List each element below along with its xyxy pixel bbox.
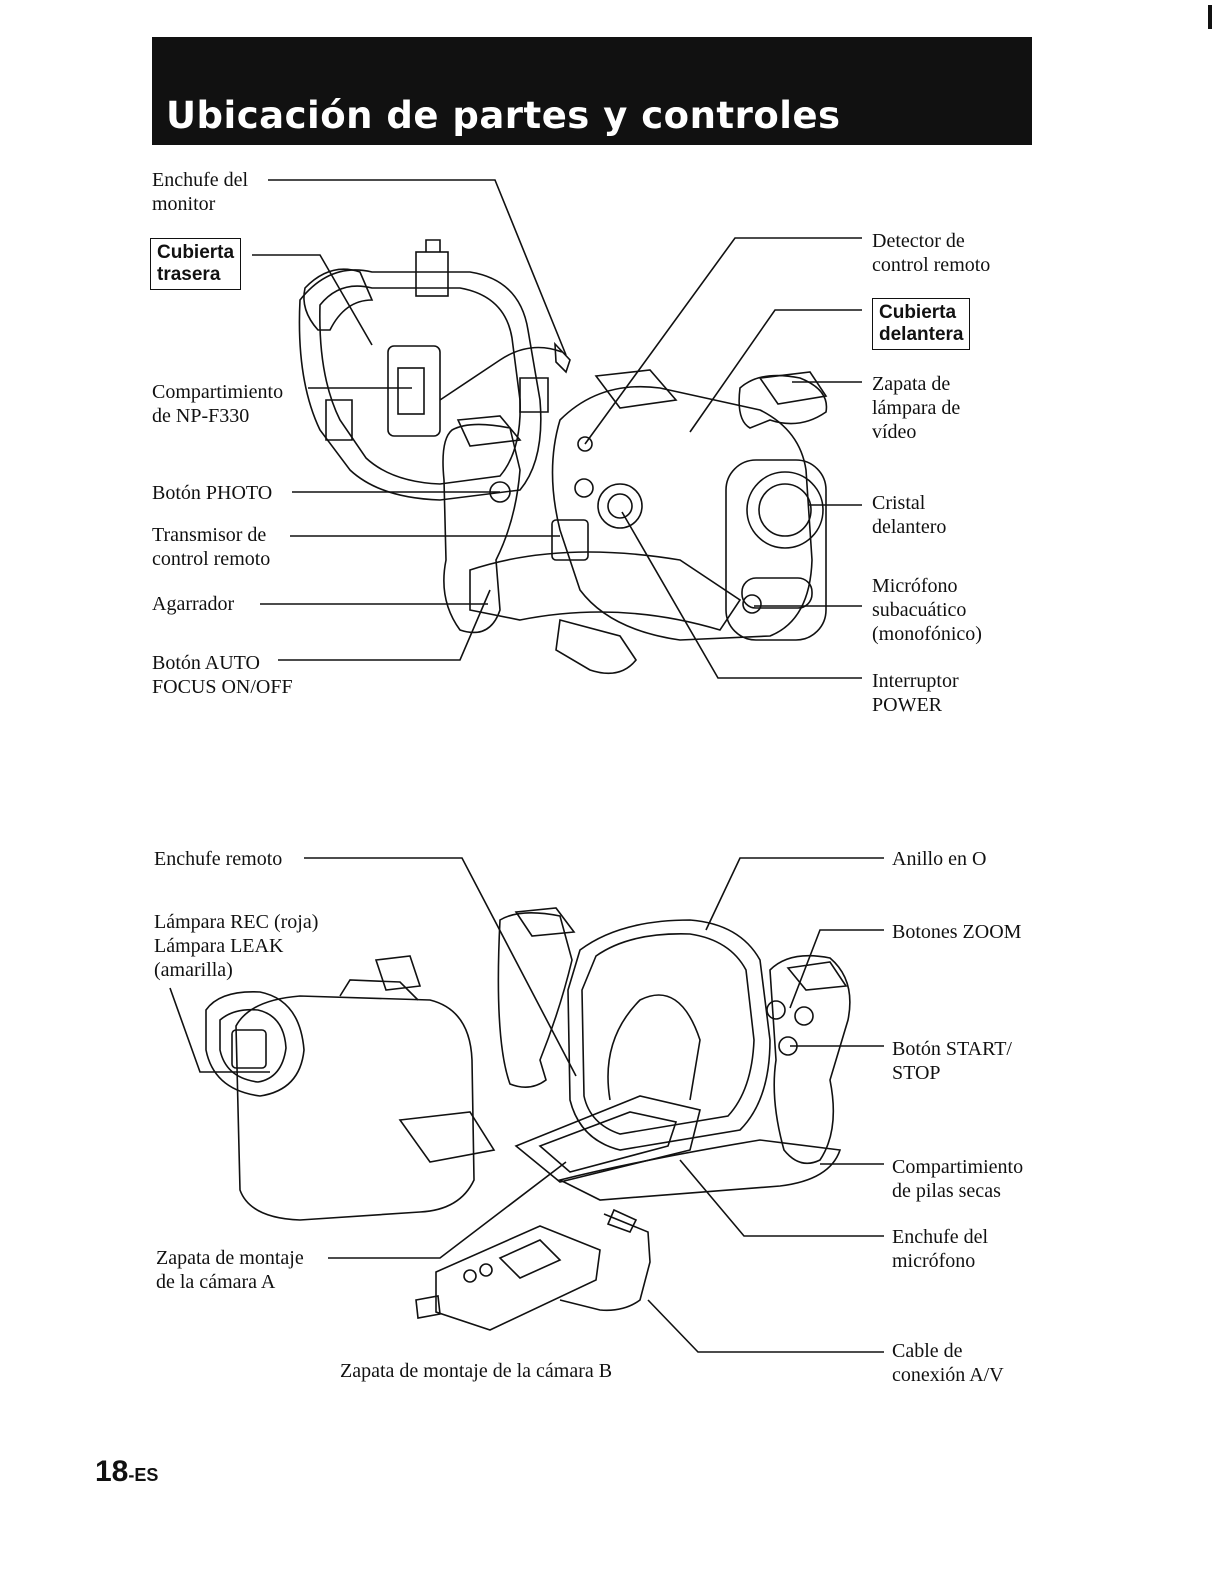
- label-photo-button: Botón PHOTO: [152, 482, 273, 504]
- label-monitor-jack: Enchufe del monitor: [152, 169, 249, 215]
- label-camera-mount-a: Zapata de montaje de la cámara A: [156, 1247, 304, 1293]
- page-number: 18-ES: [95, 1455, 158, 1489]
- title-bar: Ubicación de partes y controles: [152, 37, 1032, 145]
- label-start-stop-button: Botón START/ STOP: [892, 1038, 1012, 1084]
- label-auto-focus-button: Botón AUTO FOCUS ON/OFF: [152, 652, 293, 698]
- page-number-value: 18: [95, 1455, 129, 1488]
- label-zoom-buttons: Botones ZOOM: [892, 921, 1022, 943]
- label-dry-cell-compartment: Compartimiento de pilas secas: [892, 1156, 1024, 1202]
- page-edge-mark: [1208, 5, 1212, 29]
- label-underwater-mic: Micrófono subacuático (monofónico): [872, 575, 982, 645]
- label-battery-compartment: Compartimiento de NP-F330: [152, 381, 284, 427]
- label-remote-transmitter: Transmisor de control remoto: [152, 524, 271, 570]
- label-rec-leak-lamps: Lámpara REC (roja) Lámpara LEAK (amarill…: [154, 911, 319, 981]
- label-rear-cover: Cubierta trasera: [150, 238, 242, 290]
- top-leader-lines: [252, 179, 862, 679]
- label-front-cover: Cubierta delantera: [872, 298, 971, 350]
- label-o-ring: Anillo en O: [892, 848, 987, 870]
- label-camera-mount-b: Zapata de montaje de la cámara B: [340, 1360, 613, 1382]
- label-grip: Agarrador: [152, 593, 235, 615]
- label-av-cable: Cable de conexión A/V: [892, 1340, 1004, 1386]
- label-mic-jack: Enchufe del micrófono: [892, 1226, 989, 1272]
- bottom-housing-drawing: [205, 907, 851, 1331]
- label-power-switch: Interruptor POWER: [872, 670, 959, 716]
- page-title: Ubicación de partes y controles: [166, 94, 841, 137]
- label-front-glass: Cristal delantero: [872, 492, 947, 538]
- label-video-light-shoe: Zapata de lámpara de vídeo: [872, 373, 961, 443]
- top-housing-drawing: [298, 239, 828, 675]
- page-number-suffix: -ES: [128, 1465, 159, 1485]
- bottom-leader-lines: [169, 857, 884, 1353]
- label-remote-sensor: Detector de control remoto: [872, 230, 991, 276]
- label-remote-jack: Enchufe remoto: [154, 848, 283, 870]
